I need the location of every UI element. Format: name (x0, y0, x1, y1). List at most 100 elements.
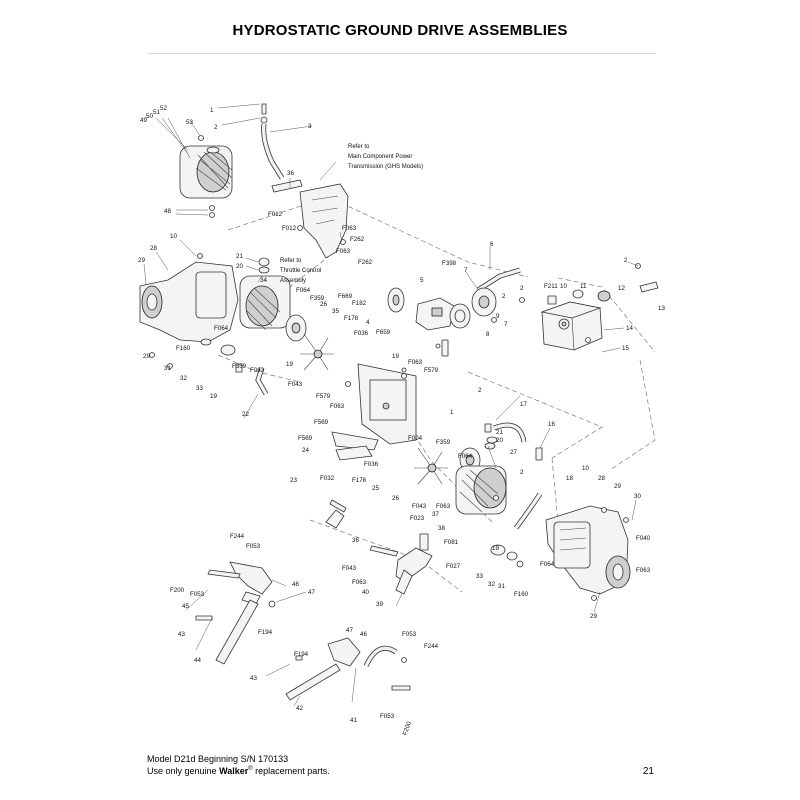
callout: F178 (344, 315, 359, 322)
callout: F200 (402, 720, 414, 736)
diagram-text: Refer to (348, 144, 370, 150)
callout: F064 (214, 325, 229, 332)
diagram-text: Refer to (280, 258, 302, 264)
steering-lever-left (195, 561, 276, 665)
callout: 2 (478, 387, 482, 394)
callout: F063 (250, 367, 265, 374)
callout: F053 (246, 543, 261, 550)
hydraulic-hose-lower-right (513, 492, 543, 530)
callout: 29 (590, 613, 597, 620)
callout: 41 (350, 717, 357, 724)
callout: 50 (146, 113, 153, 120)
callout: F053 (190, 591, 205, 598)
callout: F359 (310, 295, 325, 302)
callout: 34 (260, 277, 267, 284)
callout: 7 (464, 267, 468, 274)
callout: 12 (618, 285, 625, 292)
hydraulic-hose-6 (471, 267, 525, 323)
callout: F194 (294, 651, 309, 658)
callout-labels: 1 2 3 49 50 51 52 53 48 36 F012 F012 F06… (138, 105, 665, 736)
callout: 10 (582, 465, 589, 472)
note-power-transmission: Refer to Main Component Power Transmissi… (348, 144, 423, 170)
callout: 33 (196, 385, 203, 392)
diagram-text: Throttle Control (280, 268, 321, 274)
callout: 8 (486, 331, 490, 338)
footer-genuine-parts: Use only genuine Walker® replacement par… (147, 766, 330, 776)
callout: F064 (296, 287, 311, 294)
hydro-motor-right (455, 465, 507, 515)
callout: 1 (210, 107, 214, 114)
steering-lever-right (285, 637, 411, 701)
callout: F262 (358, 259, 373, 266)
callout: 31 (498, 583, 505, 590)
callout: 10 (170, 233, 177, 240)
callout: F569 (298, 435, 313, 442)
callout: F040 (636, 535, 651, 542)
callout: F063 (336, 248, 351, 255)
callout: F012 (282, 225, 297, 232)
callout: 18 (566, 475, 573, 482)
callout: 7 (504, 321, 508, 328)
callout: 2 (502, 293, 506, 300)
callout: F032 (320, 475, 335, 482)
page-number: 21 (642, 766, 654, 777)
callout: 47 (308, 589, 315, 596)
callout: 48 (164, 208, 171, 215)
note-throttle-control: Refer to Throttle Control Assembly (280, 258, 321, 284)
callout: 36 (287, 170, 294, 177)
callout: 33 (476, 573, 483, 580)
callout: F081 (444, 539, 459, 546)
callout: 37 (432, 511, 439, 518)
gear-case-right (490, 505, 631, 601)
callout: F043 (412, 503, 427, 510)
callout: F036 (364, 461, 379, 468)
callout: F579 (316, 393, 331, 400)
diagram-text: Main Component Power (348, 154, 412, 160)
callout: F023 (410, 515, 425, 522)
callout: F160 (176, 345, 191, 352)
callout: 20 (236, 263, 243, 270)
callout: 20 (496, 437, 503, 444)
callout: 2 (520, 285, 524, 292)
cooling-fan-left (285, 314, 334, 371)
callout: 31 (164, 365, 171, 372)
callout: 25 (372, 485, 379, 492)
callout: F063 (342, 225, 357, 232)
callout: 15 (622, 345, 629, 352)
callout: F182 (352, 300, 367, 307)
callout: 21 (236, 253, 243, 260)
callout: 13 (658, 305, 665, 312)
callout: 43 (178, 631, 185, 638)
callout: 1 (450, 409, 454, 416)
callout: 52 (160, 105, 167, 112)
callout: 23 (290, 477, 297, 484)
callout: F569 (314, 419, 329, 426)
callout: 27 (510, 449, 517, 456)
callout: 43 (250, 675, 257, 682)
callout: 30 (634, 493, 641, 500)
callout: 29 (138, 257, 145, 264)
callout: 11 (580, 283, 587, 290)
callout: 3 (308, 123, 312, 130)
callout: F004 (408, 435, 423, 442)
callout: 5 (420, 277, 424, 284)
callout: 39 (376, 601, 383, 608)
callout: F063 (636, 567, 651, 574)
callout: 2 (624, 257, 628, 264)
callout: F063 (352, 579, 367, 586)
hydraulic-hose-22 (235, 363, 269, 396)
callout: 32 (488, 581, 495, 588)
leader-lines (143, 103, 639, 707)
callout: 32 (180, 375, 187, 382)
control-linkage-center (325, 499, 433, 595)
callout: F064 (540, 561, 555, 568)
callout: 46 (292, 581, 299, 588)
callout: F043 (342, 565, 357, 572)
callout: F063 (330, 403, 345, 410)
callout: 2 (520, 469, 524, 476)
callout: 26 (392, 495, 399, 502)
callout: F063 (408, 359, 423, 366)
callout: 19 (492, 545, 499, 552)
callout: F063 (436, 503, 451, 510)
callout: 29 (143, 353, 150, 360)
